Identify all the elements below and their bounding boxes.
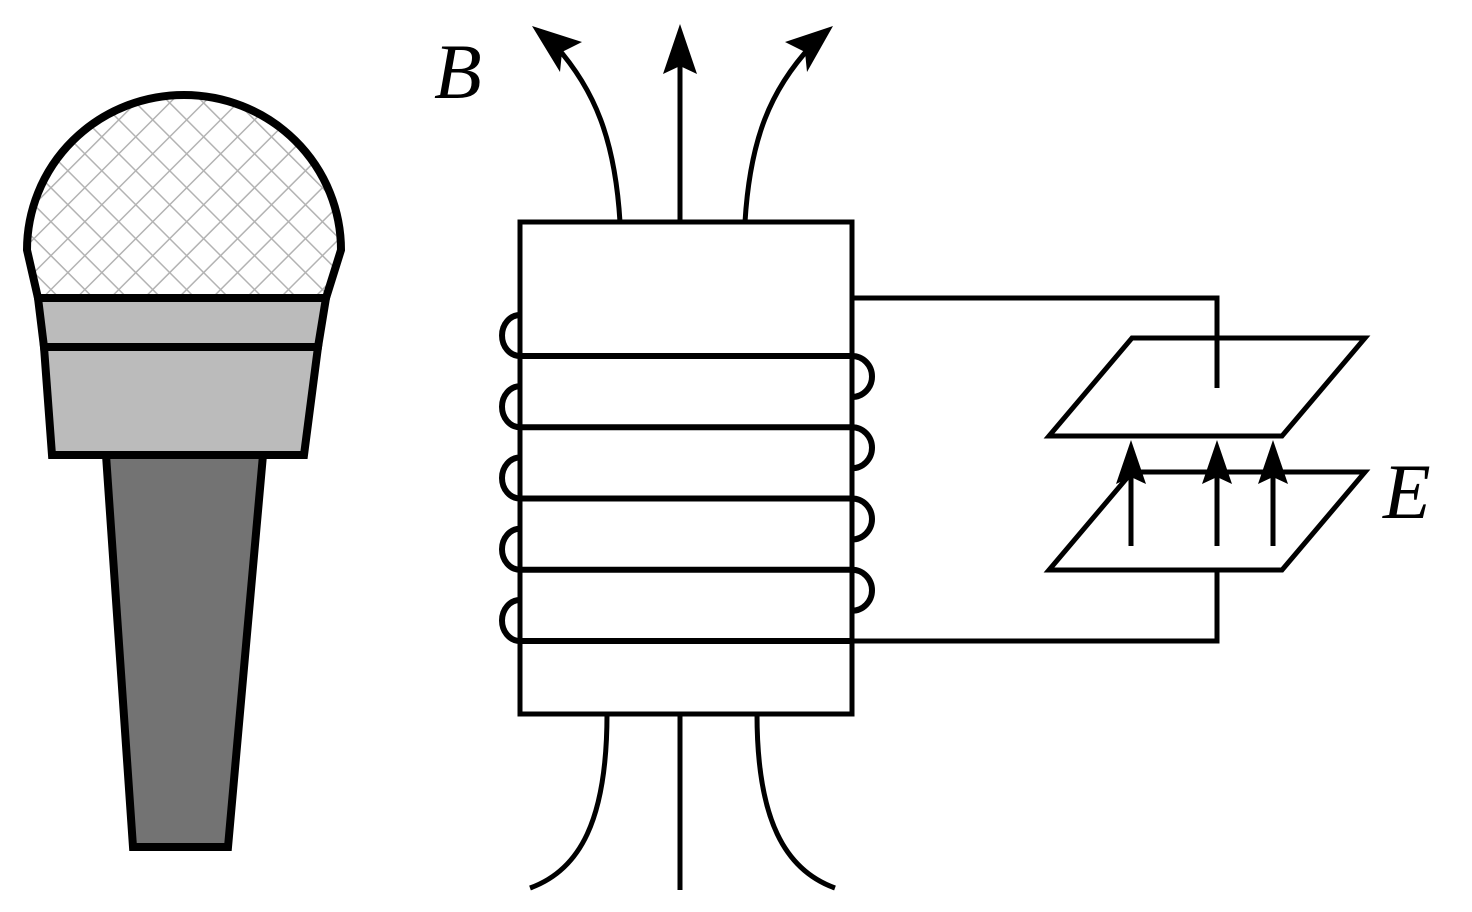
arrowhead-icon bbox=[1258, 440, 1288, 484]
coil-loop-right bbox=[851, 353, 875, 400]
arrowhead-icon bbox=[532, 26, 582, 72]
capacitor-top-plate bbox=[1043, 335, 1371, 439]
coil-loop-right bbox=[851, 424, 875, 472]
label-magnetic-field: B bbox=[434, 28, 482, 115]
coil-loop-left bbox=[499, 525, 521, 573]
magnetic-field-lines bbox=[529, 43, 836, 891]
coil-loop-left bbox=[499, 312, 521, 359]
capacitor bbox=[1043, 335, 1371, 573]
wire-top bbox=[852, 295, 1220, 388]
coil-loop-left bbox=[499, 454, 521, 502]
circuit-wires bbox=[852, 295, 1220, 644]
arrowhead-icon bbox=[1116, 440, 1146, 484]
microphone bbox=[22, 91, 346, 851]
field-line-left-bottom bbox=[529, 713, 610, 891]
coil-windings bbox=[499, 312, 875, 644]
field-line-right-top bbox=[742, 43, 814, 223]
wire-bottom bbox=[852, 571, 1220, 644]
coil-loop-right bbox=[851, 495, 875, 543]
field-line-right-bottom bbox=[754, 713, 836, 891]
arrowhead-icon bbox=[663, 24, 697, 74]
magnetic-field-arrowheads bbox=[532, 24, 833, 74]
efield-arrowheads bbox=[1116, 440, 1288, 484]
microphone-body bbox=[39, 343, 323, 459]
coil-loop-left bbox=[499, 597, 521, 644]
field-line-left-top bbox=[553, 43, 623, 223]
capacitor-bottom-plate bbox=[1043, 469, 1371, 573]
arrowhead-icon bbox=[1202, 440, 1232, 484]
arrowhead-icon bbox=[785, 26, 833, 72]
microphone-band bbox=[33, 294, 331, 351]
coil-loop-left bbox=[499, 383, 521, 431]
microphone-mesh-head bbox=[22, 91, 346, 302]
microphone-handle bbox=[101, 451, 268, 851]
label-electric-field: E bbox=[1382, 448, 1431, 535]
coil-loop-right bbox=[851, 566, 875, 614]
